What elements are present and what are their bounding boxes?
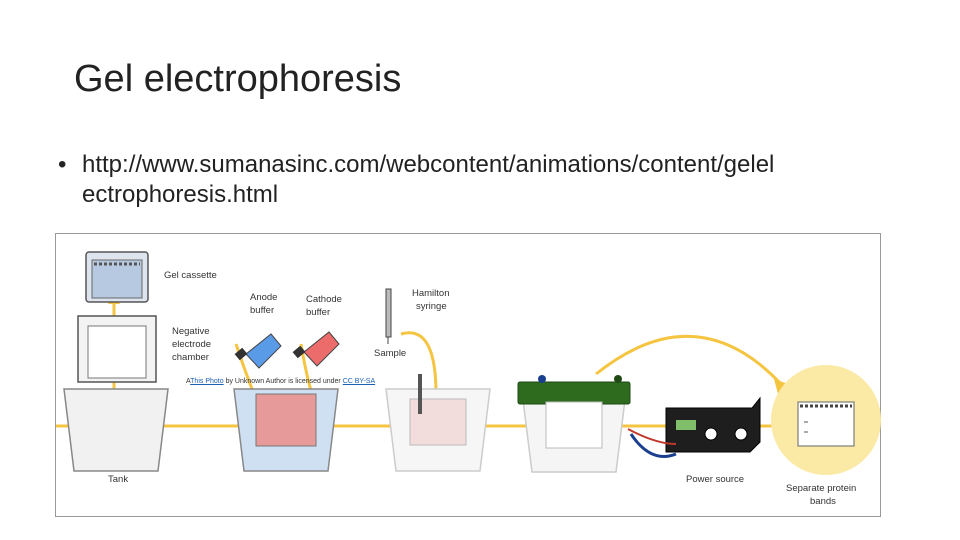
tank-with-buffers xyxy=(233,388,339,472)
flow-arrow-sample xyxy=(400,331,438,395)
label-power-source: Power source xyxy=(686,474,744,485)
label-anode-buffer: buffer xyxy=(250,305,274,316)
label-negative: Negative xyxy=(172,326,210,337)
anode-buffer-bottle xyxy=(234,333,282,369)
label-cathode-buffer: buffer xyxy=(306,307,330,318)
attribution-prefix: A xyxy=(186,378,191,385)
label-chamber: chamber xyxy=(172,352,209,363)
hamilton-syringe xyxy=(385,288,392,344)
label-hamilton: Hamilton xyxy=(412,288,450,299)
cathode-buffer-bottle xyxy=(292,331,340,367)
bullet-item: • http://www.sumanasinc.com/webcontent/a… xyxy=(58,150,898,210)
label-sample: Sample xyxy=(374,348,406,359)
attribution-photo-link[interactable]: This Photo xyxy=(190,378,224,385)
attribution: AThis Photo by Unknown Author is license… xyxy=(186,378,375,385)
tank-sample-loading xyxy=(385,374,491,472)
electrophoresis-figure: Gel cassette Negative electrode chamber … xyxy=(55,233,881,517)
tank-with-lid xyxy=(517,375,631,473)
attribution-license-link[interactable]: CC BY-SA xyxy=(342,378,376,385)
label-bands: bands xyxy=(810,496,836,507)
label-electrode: electrode xyxy=(172,339,211,350)
label-cathode: Cathode xyxy=(306,294,342,305)
arrowhead-bands xyxy=(774,379,788,394)
electrophoresis-diagram: Gel cassette Negative electrode chamber … xyxy=(56,251,881,507)
tank xyxy=(63,388,169,472)
power-source xyxy=(627,396,761,458)
bullet-link-text[interactable]: http://www.sumanasinc.com/webcontent/ani… xyxy=(82,151,775,208)
flow-arrow-bands xyxy=(595,335,783,386)
slide-title: Gel electrophoresis xyxy=(74,58,402,100)
gel-cassette xyxy=(85,251,149,303)
label-anode: Anode xyxy=(250,292,277,303)
attribution-middle: by Unknown Author is licensed under xyxy=(223,378,343,385)
bullet-dot: • xyxy=(58,151,67,178)
label-separate-protein: Separate protein xyxy=(786,483,856,494)
label-tank: Tank xyxy=(108,474,128,485)
electrode-chamber xyxy=(77,315,157,383)
label-gel-cassette: Gel cassette xyxy=(164,270,217,281)
label-syringe: syringe xyxy=(416,301,447,312)
separate-bands xyxy=(771,365,881,475)
